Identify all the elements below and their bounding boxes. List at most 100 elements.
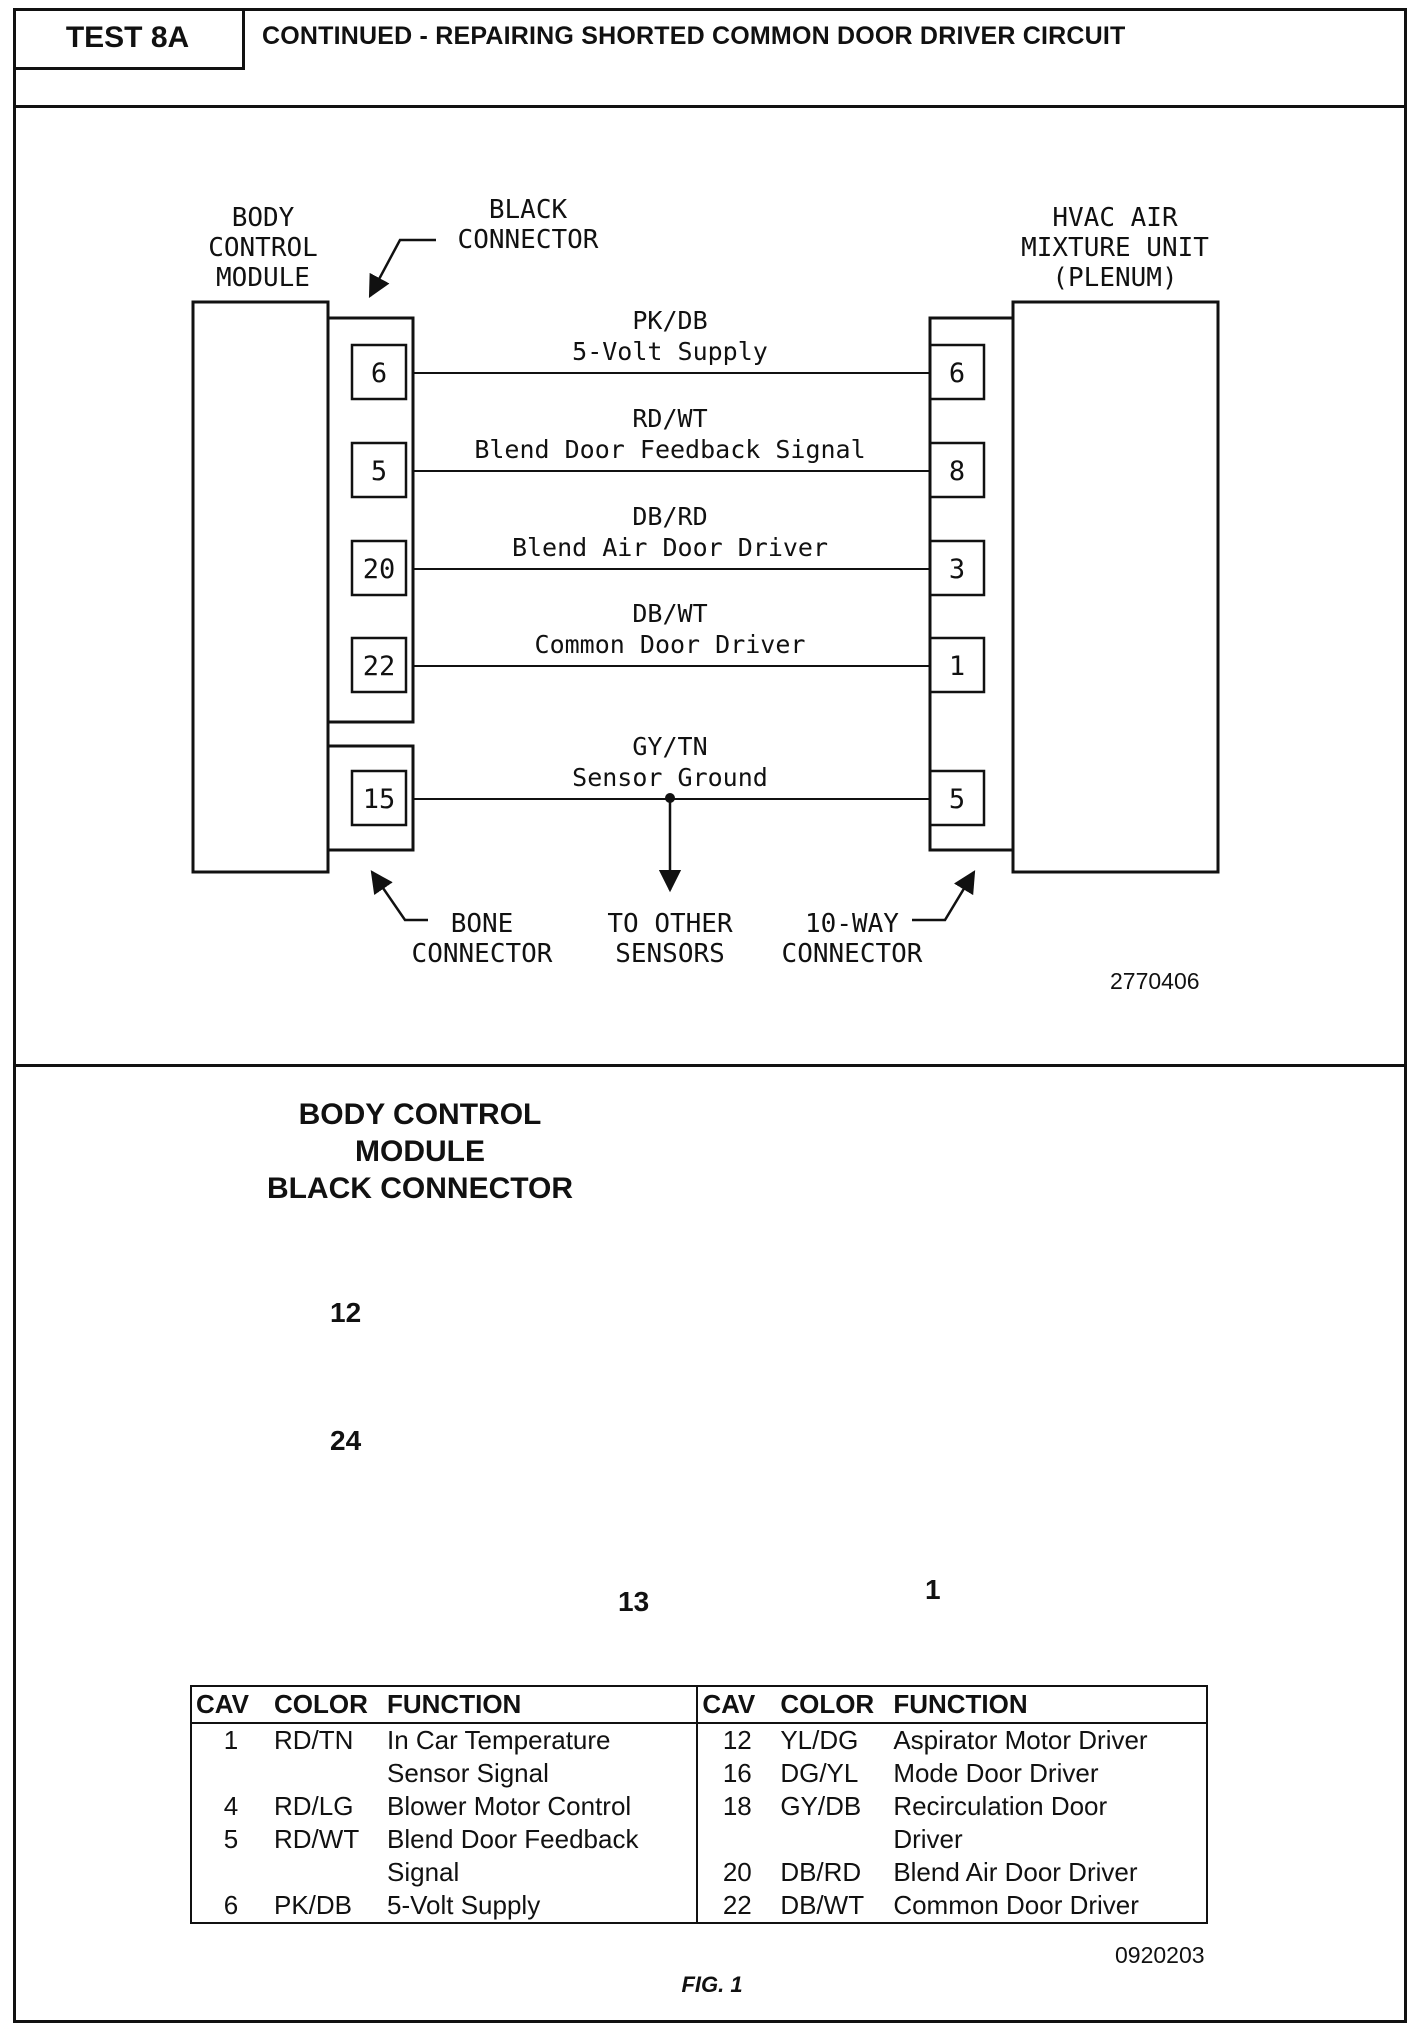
- hvac-pin-box-6: [928, 343, 986, 401]
- hvac-label-3: (PLENUM): [1052, 263, 1177, 293]
- function-cell: Driver: [893, 1824, 963, 1854]
- hvac-pin-number: 1: [949, 651, 965, 682]
- connector-title-line-2: MODULE: [355, 1135, 485, 1168]
- empty-cell: [270, 1856, 383, 1889]
- figure-caption: FIG. 1: [681, 1972, 743, 1997]
- header-divider: [13, 105, 1407, 108]
- bcm-pin-box-22: [350, 636, 408, 694]
- test-label: TEST 8A: [13, 8, 245, 70]
- function-cell: Recirculation Door: [893, 1791, 1108, 1821]
- connector-title: BODY CONTROL MODULE BLACK CONNECTOR: [210, 1096, 630, 1207]
- bcm-pin-box-5: [350, 441, 408, 499]
- hvac-label-2: MIXTURE UNIT: [1021, 233, 1209, 263]
- color-cell: DG/YL: [780, 1758, 859, 1788]
- col-cav-left: CAV: [191, 1686, 270, 1724]
- cav-cell: 4: [223, 1791, 239, 1821]
- bcm-pin-number: 22: [363, 651, 396, 682]
- connector-title-line-1: BODY CONTROL: [298, 1098, 542, 1131]
- page-frame: [13, 8, 1407, 2023]
- function-cell: Sensor Signal: [387, 1758, 549, 1788]
- hvac-pin-box-8: [928, 441, 986, 499]
- color-cell: DB/WT: [780, 1890, 865, 1920]
- bcm-label-1: BODY: [232, 203, 295, 233]
- circuit-color: DB/RD: [632, 502, 707, 531]
- circuit-function: 5-Volt Supply: [572, 337, 768, 366]
- function-cell: Blower Motor Control: [387, 1791, 632, 1821]
- empty-cell: [270, 1757, 383, 1790]
- pin-24-label: 24: [330, 1425, 362, 1456]
- function-cell: In Car Temperature: [387, 1725, 611, 1755]
- function-cell: Aspirator Motor Driver: [893, 1725, 1148, 1755]
- bcm-pin-number: 6: [371, 358, 387, 389]
- circuit-color: GY/TN: [632, 732, 707, 761]
- circuit-color: DB/WT: [632, 599, 707, 628]
- other-sensors-label-2: SENSORS: [615, 939, 725, 969]
- circuit-function: Blend Door Feedback Signal: [474, 435, 865, 464]
- hvac-pin-number: 8: [949, 456, 965, 487]
- color-cell: RD/LG: [274, 1791, 354, 1821]
- function-cell: 5-Volt Supply: [387, 1890, 541, 1920]
- col-color-right: COLOR: [776, 1686, 890, 1724]
- hvac-pin-number: 6: [949, 358, 965, 389]
- wiring-diagram: BODY CONTROL MODULE BLACK CONNECTOR HVAC…: [191, 195, 1220, 969]
- bcm-pin-number: 5: [371, 456, 387, 487]
- function-cell: Common Door Driver: [893, 1890, 1139, 1920]
- cav-cell: 12: [696, 1723, 777, 1757]
- empty-cell: [191, 1757, 270, 1790]
- empty-cell: [696, 1823, 777, 1856]
- color-cell: DB/RD: [780, 1857, 862, 1887]
- connector-illustration: [0, 0, 1424, 1060]
- cav-cell: 6: [223, 1890, 239, 1920]
- color-cell: YL/DG: [780, 1725, 859, 1755]
- bcm-label-3: MODULE: [216, 263, 310, 293]
- cav-cell: 22: [696, 1889, 777, 1923]
- col-cav-right: CAV: [696, 1686, 777, 1724]
- bcm-pin-number: 20: [363, 554, 396, 585]
- table-row: 5 RD/WT Blend Door Feedback Driver: [191, 1823, 1207, 1856]
- circuit-color: RD/WT: [632, 404, 707, 433]
- cav-cell: 5: [223, 1824, 239, 1854]
- bcm-pin-box-6: [350, 343, 408, 401]
- black-connector-housing: [326, 316, 415, 724]
- ten-way-arrow: [912, 870, 976, 922]
- black-connector-label-1: BLACK: [489, 195, 568, 225]
- bone-connector-label-1: BONE: [451, 909, 514, 939]
- hvac-pin-box-5: [928, 769, 986, 827]
- cav-cell: 18: [696, 1790, 777, 1823]
- circuit-function: Common Door Driver: [535, 630, 806, 659]
- color-cell: RD/WT: [274, 1824, 360, 1854]
- color-cell: RD/TN: [274, 1725, 354, 1755]
- color-cell: GY/DB: [780, 1791, 862, 1821]
- pin-12-label: 12: [330, 1297, 362, 1328]
- cav-cell: 1: [223, 1725, 239, 1755]
- function-cell: Blend Door Feedback: [387, 1824, 639, 1854]
- color-cell: PK/DB: [274, 1890, 353, 1920]
- ten-way-label-1: 10-WAY: [805, 909, 899, 939]
- col-function-right: FUNCTION: [889, 1686, 1207, 1724]
- circuit-function: Blend Air Door Driver: [512, 533, 828, 562]
- cav-cell: 16: [696, 1757, 777, 1790]
- wiring-part-number: 2770406: [1110, 968, 1200, 994]
- bone-connector-arrow: [370, 870, 428, 922]
- col-function-left: FUNCTION: [383, 1686, 698, 1724]
- hvac-pin-number: 5: [949, 784, 965, 815]
- pin-1-label: 1: [925, 1574, 941, 1605]
- hvac-pin-number: 3: [949, 554, 965, 585]
- bcm-pin-box-20: [350, 539, 408, 597]
- bcm-pin-box-15: [350, 769, 408, 827]
- ten-way-label-2: CONNECTOR: [782, 939, 923, 969]
- circuit-color: PK/DB: [632, 306, 707, 335]
- connector-title-line-3: BLACK CONNECTOR: [266, 1172, 574, 1205]
- function-cell: Mode Door Driver: [893, 1758, 1099, 1788]
- empty-cell: [191, 1856, 270, 1889]
- black-connector-arrow: [368, 238, 436, 298]
- hvac-pin-box-1: [928, 636, 986, 694]
- hvac-pin-box-3: [928, 539, 986, 597]
